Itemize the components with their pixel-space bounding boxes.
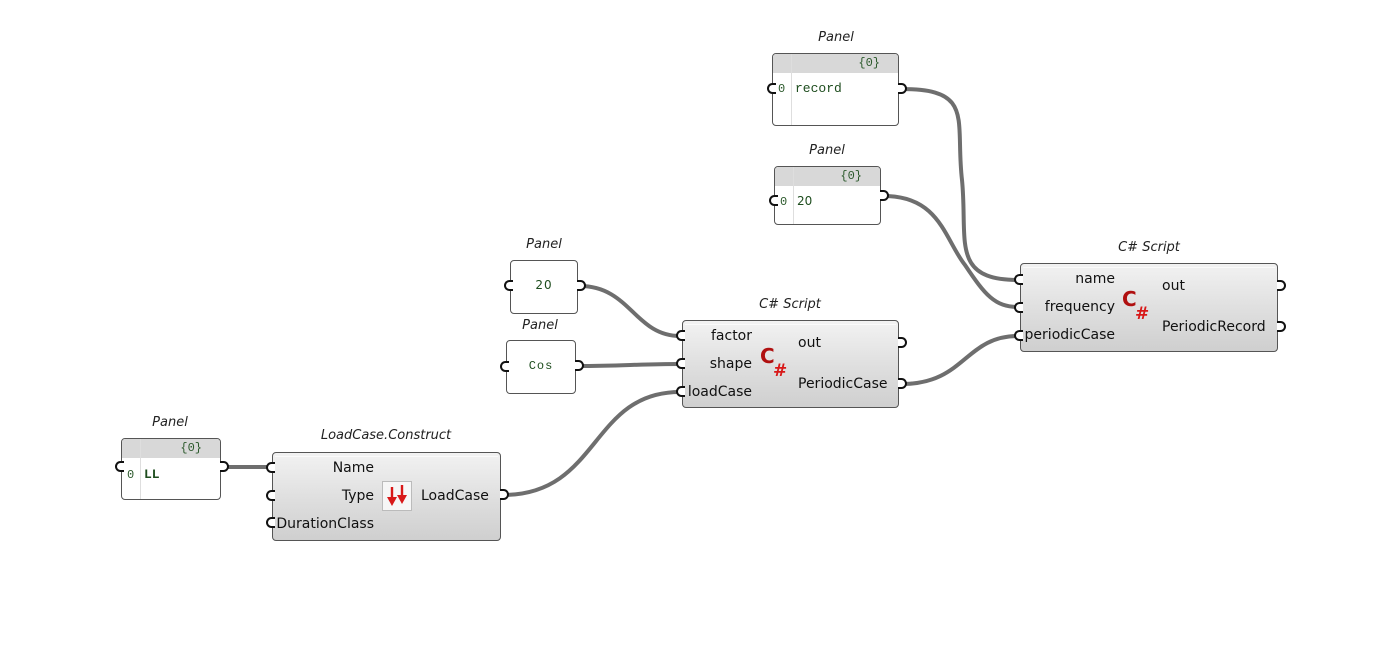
item-index: 0 (778, 82, 786, 96)
component-title: LoadCase.Construct (320, 428, 452, 443)
panel-title: Panel (809, 143, 845, 158)
input-grip-factor[interactable] (676, 330, 685, 341)
panel-output-grip[interactable] (220, 461, 229, 472)
input-grip-durationclass[interactable] (266, 517, 275, 528)
data-path: {0} (180, 441, 202, 455)
output-grip-out[interactable] (1277, 280, 1286, 291)
panel-title: Panel (522, 318, 558, 333)
panel-frequency[interactable]: {0} 0 20 (774, 166, 881, 225)
svg-text:#: # (1135, 304, 1149, 324)
input-grip-frequency[interactable] (1014, 302, 1023, 313)
panel-input-grip[interactable] (769, 195, 778, 206)
output-grip-loadcase[interactable] (500, 489, 509, 500)
panel-value[interactable]: LL (144, 467, 160, 482)
highlight-line (685, 324, 896, 325)
output-param-periodiccase[interactable]: PeriodicCase (798, 376, 888, 392)
output-grip-periodiccase[interactable] (898, 378, 907, 389)
output-param-out[interactable]: out (1162, 278, 1185, 294)
input-grip-loadcase[interactable] (676, 386, 685, 397)
output-param-out[interactable]: out (798, 335, 821, 351)
panel-header: {0} (775, 167, 880, 186)
panel-record[interactable]: {0} 0 record (772, 53, 899, 126)
output-grip-out[interactable] (898, 337, 907, 348)
input-grip-shape[interactable] (676, 358, 685, 369)
input-param-name[interactable]: name (1075, 271, 1115, 287)
wire-record-to-name[interactable] (900, 87, 1020, 282)
csharp-icon: C # (1122, 288, 1149, 324)
panel-factor[interactable]: 20 (510, 260, 578, 314)
csharp-script-periodicrecord-component[interactable]: name frequency periodicCase C # out Peri… (1020, 263, 1278, 352)
panel-title: Panel (818, 30, 854, 45)
svg-text:C: C (1122, 288, 1137, 311)
highlight-line (275, 456, 498, 457)
panel-output-grip[interactable] (577, 280, 586, 291)
output-param-loadcase[interactable]: LoadCase (421, 488, 489, 504)
panel-input-grip[interactable] (115, 461, 124, 472)
wire-frequency-to-frequency[interactable] (882, 194, 1020, 309)
wire-periodiccase-to-periodiccase[interactable] (900, 334, 1020, 386)
svg-text:#: # (773, 361, 787, 381)
loadcase-type-arrows-icon (382, 481, 412, 511)
panel-value[interactable]: 20 (535, 278, 553, 292)
input-param-factor[interactable]: factor (710, 328, 752, 344)
component-title: C# Script (1118, 240, 1180, 255)
output-grip-periodicrecord[interactable] (1277, 321, 1286, 332)
csharp-icon: C # (760, 345, 787, 381)
output-param-periodicrecord[interactable]: PeriodicRecord (1162, 319, 1266, 335)
panel-shape[interactable]: Cos (506, 340, 576, 394)
wire-shape-to-shape[interactable] (576, 362, 682, 368)
panel-input-grip[interactable] (767, 83, 776, 94)
data-path: {0} (840, 169, 862, 183)
input-grip-name[interactable] (266, 462, 275, 473)
panel-value[interactable]: 20 (797, 194, 813, 208)
input-grip-type[interactable] (266, 490, 275, 501)
panel-title: Panel (152, 415, 188, 430)
wire-factor-to-factor[interactable] (578, 284, 682, 338)
panel-output-grip[interactable] (880, 190, 889, 201)
component-title: C# Script (759, 297, 821, 312)
panel-output-grip[interactable] (898, 83, 907, 94)
input-param-periodiccase[interactable]: periodicCase (1024, 327, 1115, 343)
panel-value[interactable]: Cos (528, 359, 554, 373)
input-param-frequency[interactable]: frequency (1044, 299, 1115, 315)
data-path: {0} (858, 56, 880, 70)
item-index: 0 (127, 468, 135, 482)
panel-value[interactable]: record (795, 81, 842, 96)
panel-title: Panel (526, 237, 562, 252)
input-param-type[interactable]: Type (341, 488, 374, 504)
svg-text:C: C (760, 345, 775, 368)
panel-input-grip[interactable] (504, 280, 513, 291)
input-param-name[interactable]: Name (332, 460, 374, 476)
wire-loadcase-to-loadcase[interactable] (501, 390, 682, 497)
input-param-loadcase[interactable]: loadCase (687, 384, 752, 400)
input-grip-periodiccase[interactable] (1014, 330, 1023, 341)
panel-input-grip[interactable] (500, 361, 509, 372)
input-param-shape[interactable]: shape (709, 356, 752, 372)
loadcase-construct-component[interactable]: Name Type DurationClass LoadCase (272, 452, 501, 541)
item-index: 0 (780, 195, 788, 209)
panel-header: {0} (122, 439, 220, 458)
input-grip-name[interactable] (1014, 274, 1023, 285)
panel-name[interactable]: {0} 0 LL (121, 438, 221, 500)
panel-output-grip[interactable] (575, 360, 584, 371)
index-column (791, 54, 792, 125)
input-param-durationclass[interactable]: DurationClass (276, 516, 374, 532)
highlight-line (1023, 267, 1275, 268)
panel-header: {0} (773, 54, 898, 73)
csharp-script-periodiccase-component[interactable]: factor shape loadCase C # out PeriodicCa… (682, 320, 899, 408)
index-column (793, 167, 794, 224)
index-column (140, 439, 141, 499)
